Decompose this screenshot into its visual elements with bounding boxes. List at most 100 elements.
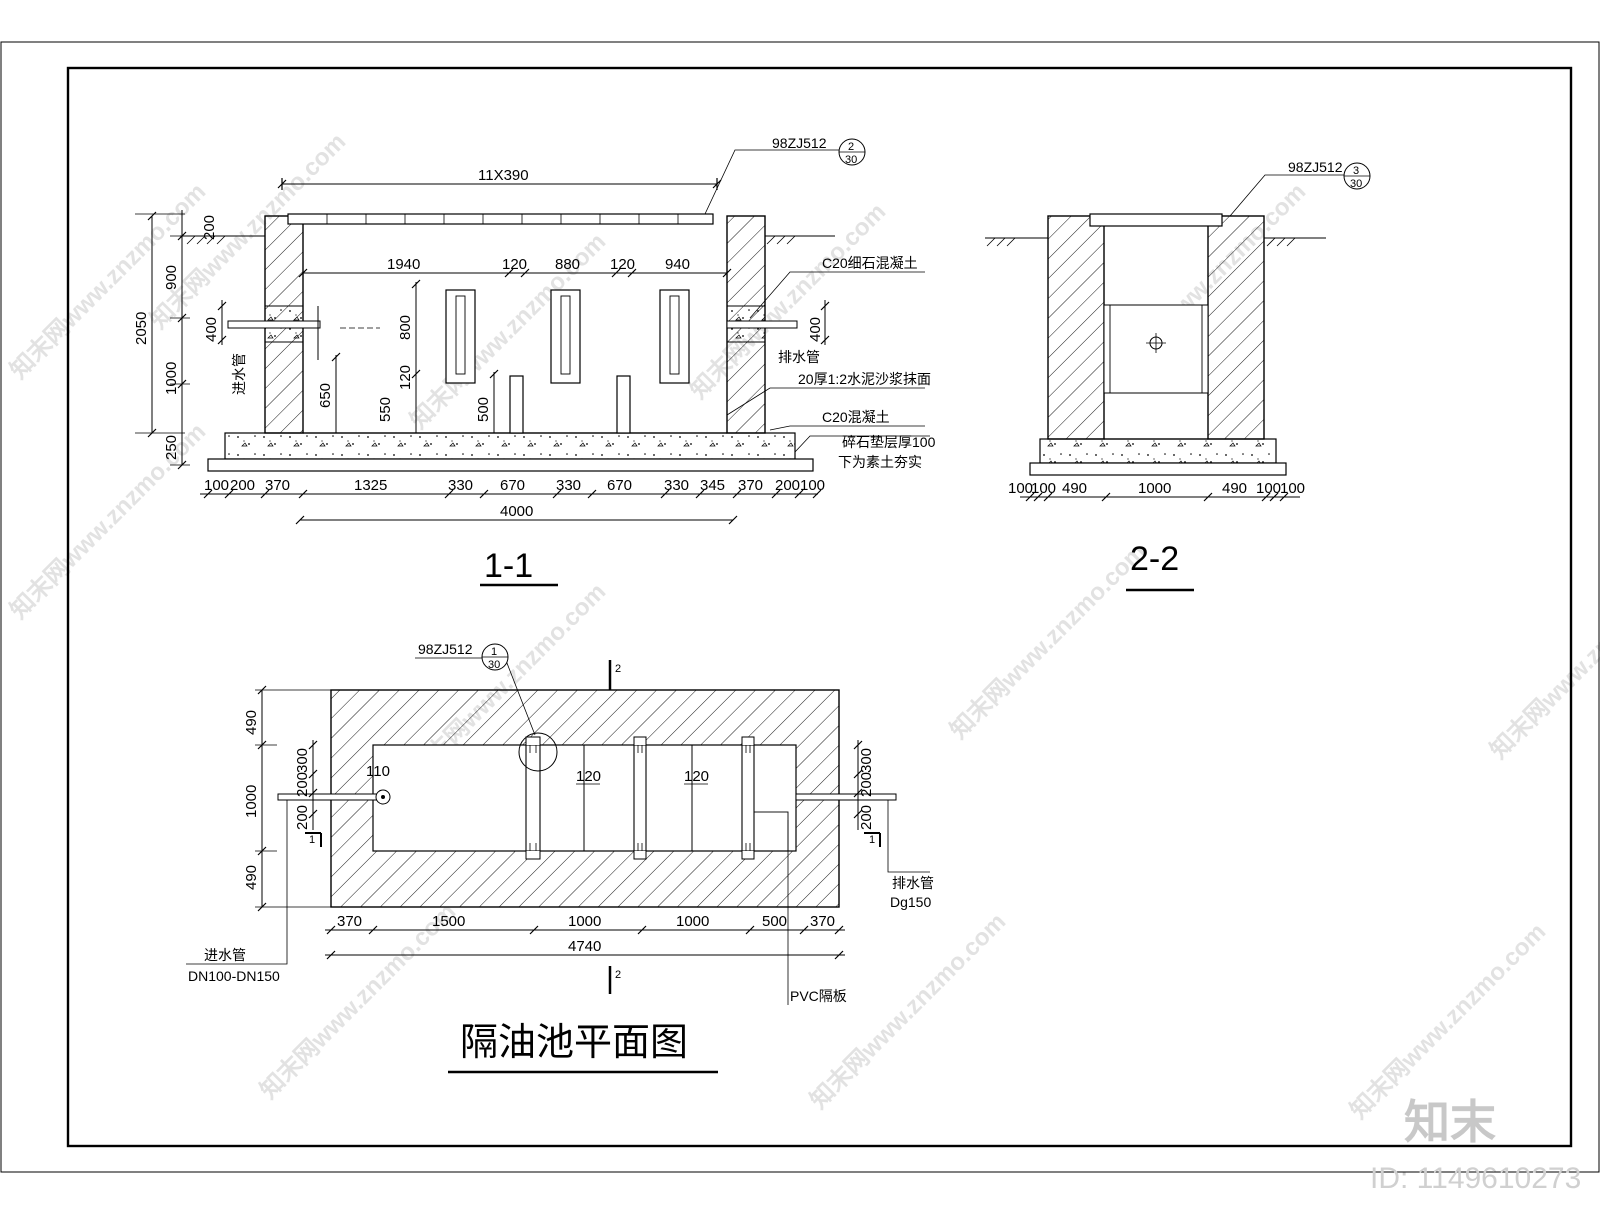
weir-1 bbox=[509, 375, 524, 434]
inner-dim: 1940 bbox=[387, 256, 420, 273]
plan-side-dim: 200 bbox=[294, 805, 311, 830]
inlet-label: 进水管 bbox=[231, 353, 247, 395]
inner-frame bbox=[66, 66, 1573, 1148]
ref-bubble: 98ZJ512 2 30 bbox=[704, 135, 866, 215]
bottom-dim: 1000 bbox=[1138, 480, 1171, 497]
bottom-dim: 100 bbox=[204, 477, 229, 494]
section-title: 2-2 bbox=[1130, 540, 1179, 578]
bottom-dim: 200 bbox=[230, 477, 255, 494]
image-id: ID: 1149610273 bbox=[1370, 1162, 1581, 1195]
plaster-label: 20厚1:2水泥沙浆抹面 bbox=[798, 371, 931, 387]
plan-view: 2 2 1 1 490 1000 490 300 200 200 300 200… bbox=[186, 641, 934, 1074]
svg-text:2: 2 bbox=[848, 141, 854, 153]
outlet-label: 排水管 bbox=[778, 349, 820, 365]
weir-2 bbox=[616, 375, 631, 434]
pipe-through bbox=[1103, 304, 1209, 394]
bottom-dim: 345 bbox=[700, 477, 725, 494]
inner-dim: 940 bbox=[665, 256, 690, 273]
plan-side-dim: 200 bbox=[858, 805, 875, 830]
svg-text:98ZJ512: 98ZJ512 bbox=[772, 135, 827, 151]
svg-text:30: 30 bbox=[845, 154, 857, 166]
baffle-2 bbox=[550, 289, 581, 384]
concrete-base bbox=[1039, 438, 1277, 464]
bottom-dim: 670 bbox=[607, 477, 632, 494]
right-dim: 400 bbox=[807, 317, 824, 342]
left-dim: 900 bbox=[163, 265, 180, 290]
inner-vert-dim: 650 bbox=[317, 383, 334, 408]
pvc-label: PVC隔板 bbox=[790, 988, 847, 1004]
gravel-label: 碎石垫层厚100 bbox=[842, 434, 936, 450]
ref-bubble: 98ZJ512 1 30 bbox=[415, 641, 536, 736]
inner-label: 120 bbox=[684, 768, 709, 785]
gravel-bed bbox=[1029, 462, 1287, 476]
inner-vert-dim: 550 bbox=[377, 397, 394, 422]
bottom-dim: 100 bbox=[1256, 480, 1281, 497]
svg-text:30: 30 bbox=[1350, 178, 1362, 190]
section-2-2: 100 100 490 1000 490 100 100 98ZJ512 3 3… bbox=[985, 159, 1371, 592]
left-dim: 400 bbox=[203, 317, 220, 342]
plan-bottom-dim: 1500 bbox=[432, 913, 465, 930]
concrete-label: C20混凝土 bbox=[822, 409, 890, 425]
bottom-dim: 1325 bbox=[354, 477, 387, 494]
plan-left-dim: 490 bbox=[243, 865, 260, 890]
bottom-dim: 100 bbox=[1280, 480, 1305, 497]
bottom-dim: 330 bbox=[664, 477, 689, 494]
svg-text:98ZJ512: 98ZJ512 bbox=[1288, 159, 1343, 175]
watermark-text: 知末网www.znzmo.com bbox=[1485, 558, 1600, 764]
outlet-pipe bbox=[726, 320, 798, 329]
top-span-dim: 11X390 bbox=[478, 167, 529, 184]
brand-logo: 知末 bbox=[1404, 1096, 1496, 1148]
bottom-dim: 490 bbox=[1062, 480, 1087, 497]
outer-frame bbox=[0, 41, 1600, 1173]
plan-side-dim: 300 bbox=[858, 748, 875, 773]
cut-mark: 2 bbox=[615, 663, 621, 675]
plan-left-dim: 1000 bbox=[243, 785, 260, 818]
cover-slab bbox=[1089, 213, 1223, 227]
bottom-dim: 100 bbox=[800, 477, 825, 494]
cover-slab bbox=[287, 213, 714, 225]
gravel-bed bbox=[207, 458, 814, 472]
concrete-base bbox=[224, 432, 796, 460]
plan-bottom-dim: 1000 bbox=[676, 913, 709, 930]
plan-bottom-dim: 500 bbox=[762, 913, 787, 930]
svg-text:30: 30 bbox=[488, 659, 500, 671]
svg-text:1: 1 bbox=[491, 646, 497, 658]
inner-label: 120 bbox=[576, 768, 601, 785]
svg-text:3: 3 bbox=[1353, 165, 1359, 177]
inner-dim: 880 bbox=[555, 256, 580, 273]
left-dim: 200 bbox=[201, 215, 218, 240]
bottom-dim: 200 bbox=[775, 477, 800, 494]
ref-bubble: 98ZJ512 3 30 bbox=[1229, 159, 1371, 217]
watermark-text: 知末网www.znzmo.com bbox=[945, 538, 1151, 744]
svg-text:98ZJ512: 98ZJ512 bbox=[418, 641, 473, 657]
watermark-text: 知末网www.znzmo.com bbox=[805, 908, 1011, 1114]
bottom-dim: 370 bbox=[265, 477, 290, 494]
left-wall bbox=[1047, 215, 1105, 440]
plan-total-dim: 4740 bbox=[568, 938, 601, 955]
plan-side-dim: 300 bbox=[294, 748, 311, 773]
baffle-3 bbox=[659, 289, 690, 384]
soil-label: 下为素土夯实 bbox=[838, 454, 922, 470]
inner-vert-dim: 500 bbox=[475, 397, 492, 422]
plan-outlet-size: Dg150 bbox=[890, 894, 931, 910]
bottom-dim: 100 bbox=[1008, 480, 1033, 497]
inlet-pipe bbox=[227, 320, 321, 329]
plan-bottom-dim: 370 bbox=[337, 913, 362, 930]
bottom-dim: 670 bbox=[500, 477, 525, 494]
plan-bottom-dim: 1000 bbox=[568, 913, 601, 930]
detail-circle bbox=[518, 732, 558, 772]
inner-dim: 120 bbox=[502, 256, 527, 273]
inner-dim: 120 bbox=[610, 256, 635, 273]
bottom-dim: 330 bbox=[556, 477, 581, 494]
cut-mark: 2 bbox=[615, 969, 621, 981]
inner-vert-dim: 800 bbox=[397, 315, 414, 340]
fine-concrete-label: C20细石混凝土 bbox=[822, 255, 918, 271]
bottom-dim: 330 bbox=[448, 477, 473, 494]
left-dim: 250 bbox=[163, 435, 180, 460]
bottom-dim: 490 bbox=[1222, 480, 1247, 497]
plan-side-dim: 200 bbox=[294, 772, 311, 797]
inner-label: 110 bbox=[366, 763, 390, 780]
plan-left-dim: 490 bbox=[243, 710, 260, 735]
right-wall bbox=[1207, 215, 1265, 440]
